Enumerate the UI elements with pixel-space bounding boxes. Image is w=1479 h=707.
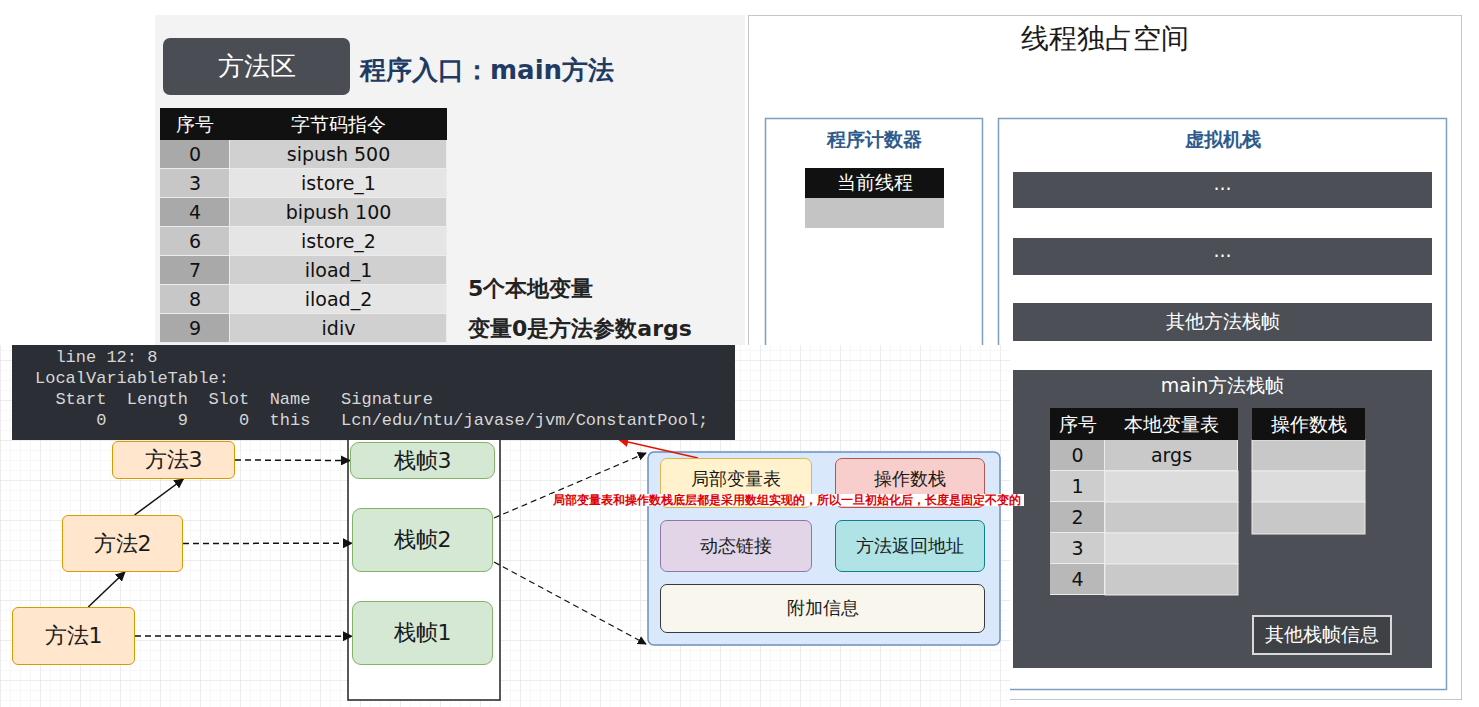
terminal-line: Start Length Slot Name Signature: [55, 389, 432, 410]
panel-outline: [999, 119, 1447, 690]
table-cell: 4: [1050, 564, 1105, 595]
node-label: main方法栈帧: [1161, 375, 1284, 397]
table-header: 操作数栈: [1252, 408, 1365, 440]
node-label: 栈帧2: [394, 527, 452, 552]
table-cell: bipush 100: [230, 198, 447, 227]
counter-value-cell: [805, 198, 944, 228]
call-arrow: [88, 572, 125, 607]
table-header: 序号: [1050, 408, 1105, 440]
frame-info-box: 其他栈帧信息: [1252, 615, 1392, 655]
slide-background: [155, 15, 745, 345]
table-cell: idiv: [230, 314, 447, 343]
frame-link-arrow: [183, 542, 352, 544]
table-cell: [1252, 471, 1365, 502]
table-cell: 2: [1050, 502, 1105, 533]
node-label: 局部变量表: [691, 469, 781, 490]
stack-frame-bar: ···: [1013, 172, 1432, 208]
table-cell: args: [1105, 440, 1238, 471]
node-label: 其他栈帧信息: [1265, 624, 1379, 646]
slide-heading: 程序入口：main方法: [360, 50, 614, 90]
stack-frame-box: 栈帧2: [352, 508, 493, 572]
table-cell: 8: [160, 285, 230, 314]
frame-part-box: 动态链接: [660, 520, 812, 572]
frame-detail-box: [648, 452, 1000, 645]
node-label: 当前线程: [837, 172, 913, 194]
table-cell: [1105, 471, 1238, 502]
frame-link-arrow: [235, 459, 350, 461]
stack-frame-box: 栈帧3: [350, 442, 495, 479]
current-thread-box: 当前线程: [805, 168, 944, 198]
table-cell: istore_2: [230, 227, 447, 256]
detail-pointer: [494, 453, 646, 518]
table-cell: 3: [1050, 533, 1105, 564]
node-label: 栈帧3: [394, 448, 452, 473]
frame-part-box: 附加信息: [660, 584, 985, 633]
detail-pointer: [494, 562, 646, 644]
canvas-grid: [0, 345, 1010, 707]
table-cell: iload_1: [230, 256, 447, 285]
table-cell: [1105, 564, 1238, 595]
annotation-arrow: [619, 440, 698, 458]
node-label: 附加信息: [787, 598, 859, 619]
table-cell: 7: [160, 256, 230, 285]
node-label: 方法区: [218, 52, 296, 82]
terminal-line: line 12: 8: [55, 347, 157, 368]
stack-frame-bar: ···: [1013, 238, 1432, 275]
stack-frame-box: 栈帧1: [352, 601, 493, 665]
node-label: 方法3: [145, 447, 203, 472]
node-label: 动态链接: [700, 536, 772, 557]
node-label: 程序计数器: [827, 129, 922, 151]
method-area-tag: 方法区: [163, 38, 350, 95]
node-label: ···: [1213, 246, 1231, 268]
annotation-note: 局部变量表和操作数栈底层都是采用数组实现的，所以一旦初始化后，长度是固定不变的: [550, 494, 1024, 506]
method-box: 方法1: [12, 607, 135, 665]
terminal-line: 0 9 0 this Lcn/edu/ntu/javase/jvm/Consta…: [96, 410, 708, 431]
bytecode-terminal: line 12: 8LocalVariableTable:Start Lengt…: [12, 345, 735, 440]
node-label: 方法1: [45, 623, 103, 648]
table-cell: 9: [160, 314, 230, 343]
node-label: 栈帧1: [394, 620, 452, 645]
table-cell: sipush 500: [230, 140, 447, 169]
note-text: 5个本地变量: [468, 274, 593, 304]
node-label: 虚拟机栈: [1185, 129, 1261, 151]
node-label: ···: [1213, 179, 1231, 201]
table-cell: 6: [160, 227, 230, 256]
table-header: 字节码指令: [230, 108, 447, 140]
table-cell: [1105, 533, 1238, 564]
node-label: 方法返回地址: [856, 536, 964, 557]
canvas-ground: [0, 345, 1010, 707]
table-cell: 1: [1050, 471, 1105, 502]
node-label: 线程独占空间: [1021, 23, 1189, 55]
table-cell: 0: [1050, 440, 1105, 471]
table-cell: 0: [160, 140, 230, 169]
pc-register-panel: 程序计数器当前线程: [765, 118, 983, 345]
table-header: 本地变量表: [1105, 408, 1238, 440]
table-cell: [1252, 440, 1365, 471]
stack-frame-bar: 其他方法栈帧: [1013, 303, 1432, 341]
table-cell: iload_2: [230, 285, 447, 314]
terminal-line: LocalVariableTable:: [35, 368, 229, 389]
table-header: 序号: [160, 108, 230, 140]
table-cell: [1105, 502, 1238, 533]
table-cell: istore_1: [230, 169, 447, 198]
node-label: 操作数栈: [874, 469, 946, 490]
stack-container: [348, 420, 500, 700]
note-text: 变量0是方法参数args: [468, 314, 692, 344]
vm-stack-panel: 虚拟机栈 ··· ··· 其他方法栈帧 main方法栈帧其他栈帧信息: [998, 118, 1447, 690]
method-box: 方法3: [112, 441, 235, 479]
table-cell: [1252, 502, 1365, 534]
call-arrow: [135, 479, 184, 515]
method-box: 方法2: [62, 515, 183, 572]
frame-link-arrow: [135, 635, 352, 637]
node-label: 方法2: [94, 531, 152, 556]
node-label: 其他方法栈帧: [1166, 311, 1280, 333]
frame-part-box: 方法返回地址: [835, 520, 985, 572]
table-cell: 3: [160, 169, 230, 198]
table-cell: 4: [160, 198, 230, 227]
